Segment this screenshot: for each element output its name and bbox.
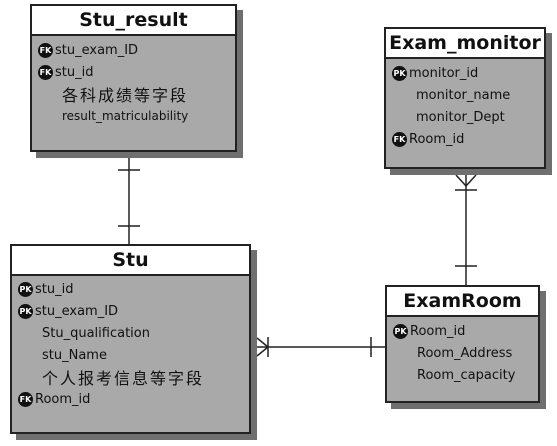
foreign-key-icon: FK xyxy=(38,42,53,58)
attribute-row: Room_capacity xyxy=(417,367,516,383)
attribute-row: stu_Name xyxy=(42,347,107,363)
entity-title: Stu_result xyxy=(32,6,235,36)
primary-key-icon: PK xyxy=(18,303,33,319)
primary-key-icon: PK xyxy=(392,65,407,81)
monitor-to-examroom-relation xyxy=(455,174,477,285)
stu-result-to-stu-relation xyxy=(118,152,140,244)
entity-title: Stu xyxy=(12,246,249,276)
foreign-key-icon: FK xyxy=(392,131,407,147)
attribute-row: 各科成绩等字段 xyxy=(62,86,189,105)
attribute-row: result_matriculability xyxy=(62,109,189,123)
foreign-key-icon: FK xyxy=(18,391,33,407)
entity-title: ExamRoom xyxy=(387,287,538,317)
stu-to-examroom-relation xyxy=(256,337,385,357)
primary-key-icon: PK xyxy=(393,323,408,339)
attribute-row: Stu_qualification xyxy=(42,325,150,341)
attribute-row: monitor_name xyxy=(416,87,511,103)
primary-key-icon: PK xyxy=(18,281,33,297)
entity-title: Exam_monitor xyxy=(386,29,544,59)
attribute-row: 个人报考信息等字段 xyxy=(42,369,205,388)
attribute-row: Room_Address xyxy=(417,345,513,361)
attribute-row: monitor_Dept xyxy=(416,109,505,125)
foreign-key-icon: FK xyxy=(38,64,53,80)
